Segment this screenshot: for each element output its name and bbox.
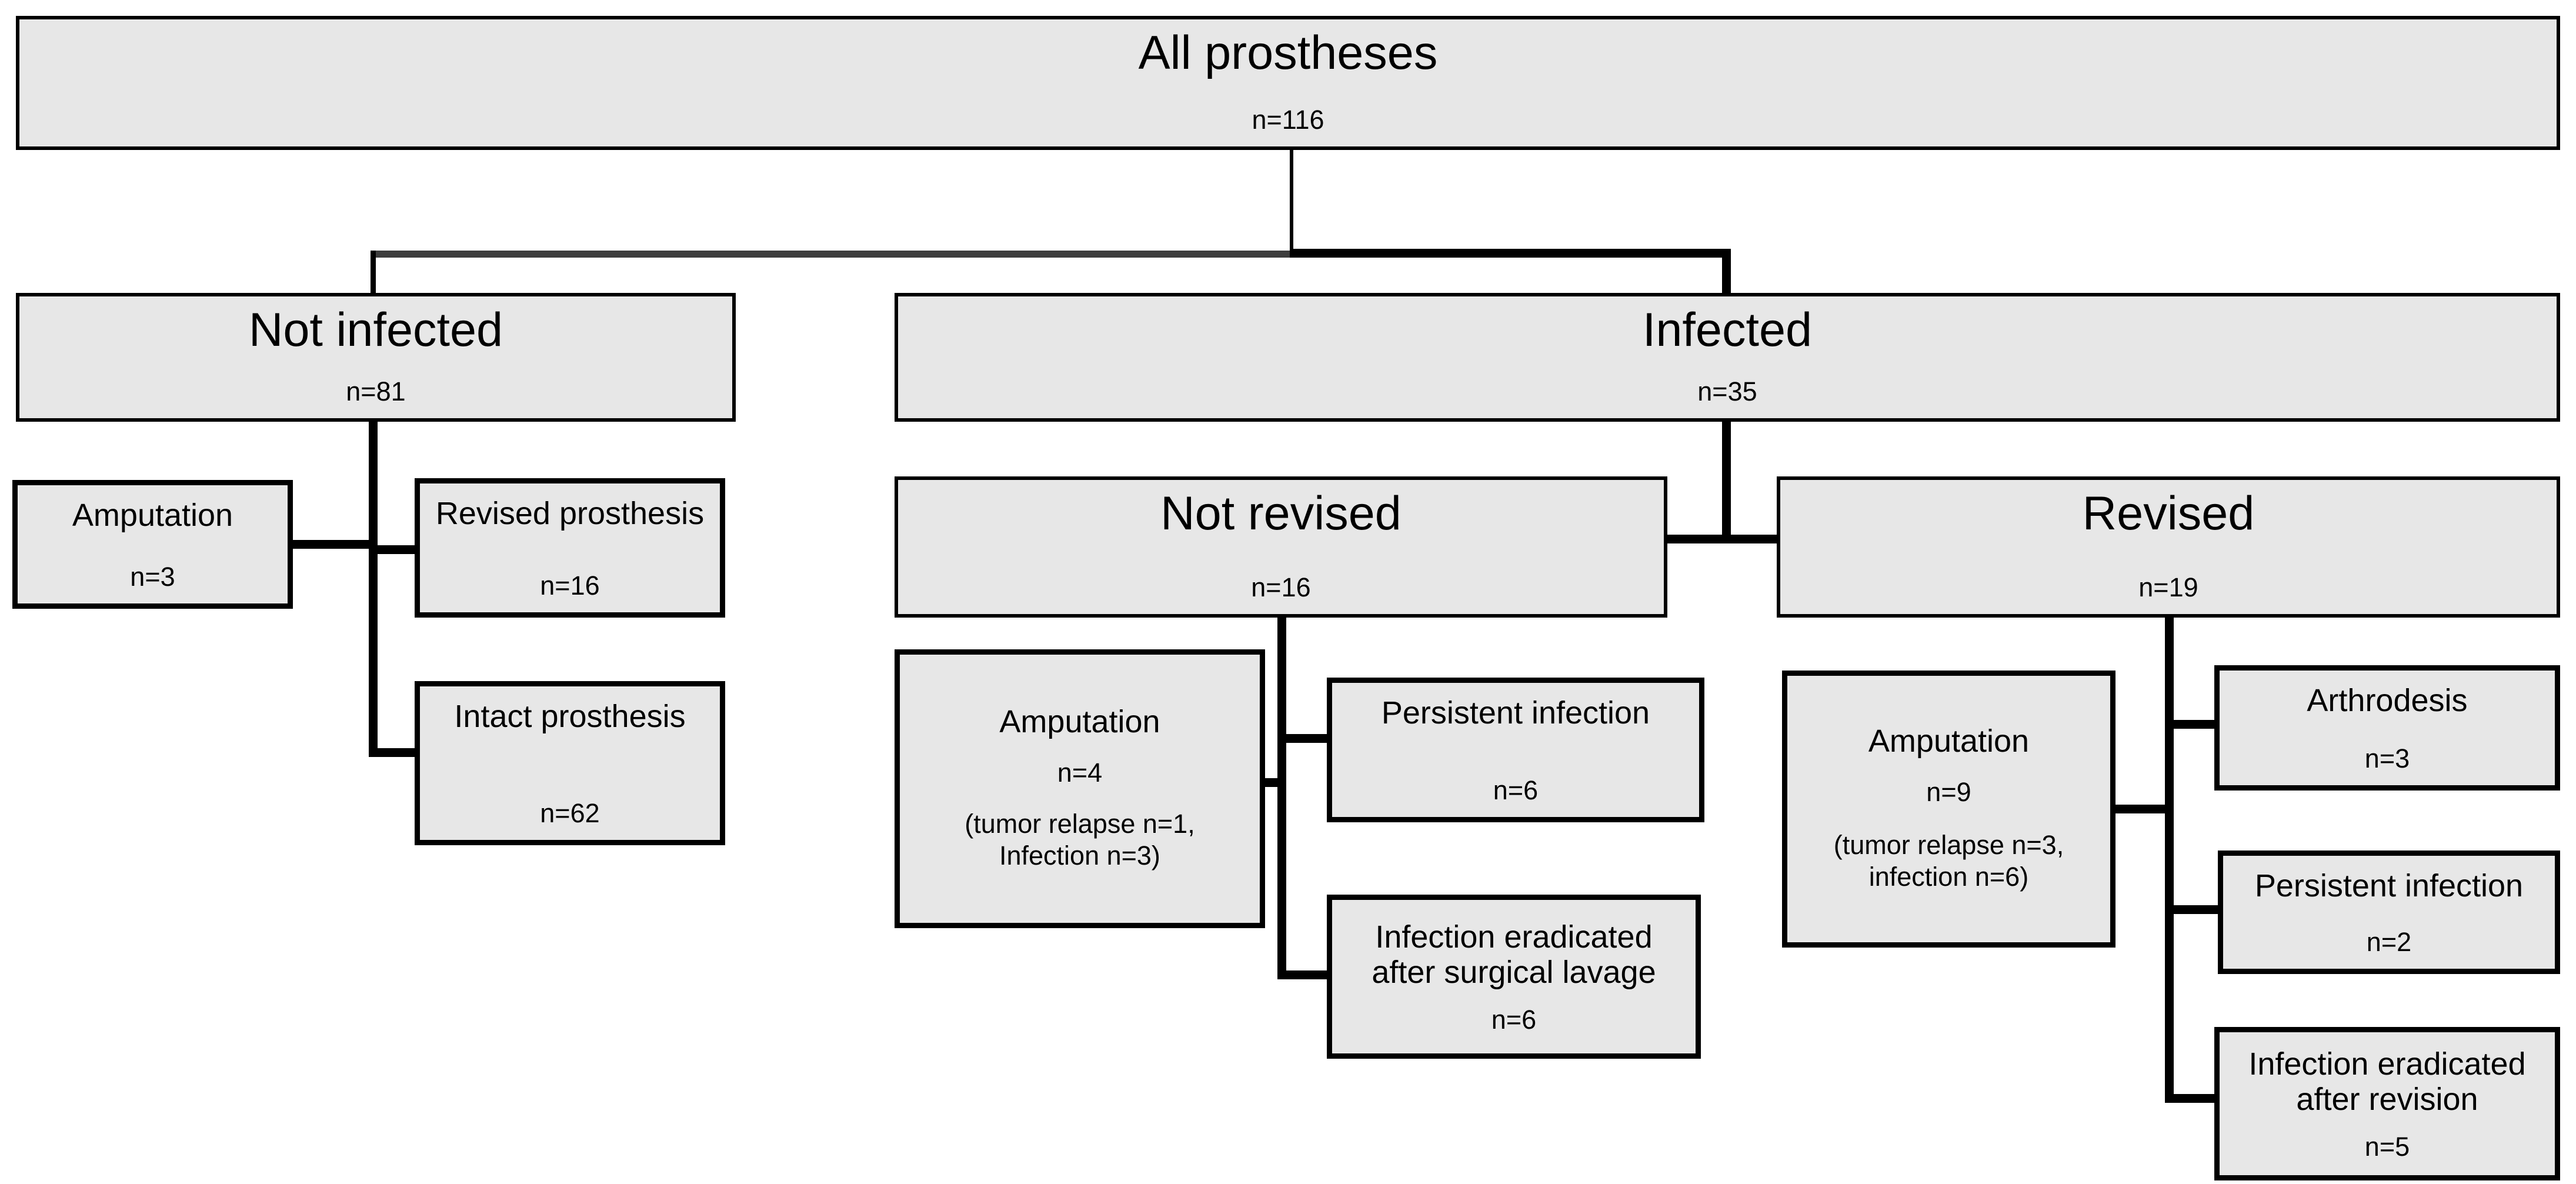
node-infection-eradicated-lavage: Infection eradicated after surgical lava…	[1327, 895, 1701, 1059]
connector-persistent6-stub	[1284, 734, 1327, 743]
node-infection-eradicated-lavage-title: Infection eradicated after surgical lava…	[1372, 918, 1656, 990]
node-infection-eradicated-revision-count: n=5	[2364, 1132, 2410, 1163]
node-revised-prosthesis: Revised prosthesis n=16	[415, 478, 725, 618]
node-arthrodesis: Arthrodesis n=3	[2214, 665, 2560, 791]
node-not-revised-title: Not revised	[1160, 487, 1402, 540]
node-amputation-revised-title: Amputation	[1868, 723, 2030, 759]
node-amputation-revised-count: n=9	[1926, 778, 1971, 809]
node-infection-eradicated-revision: Infection eradicated after revision n=5	[2214, 1027, 2560, 1180]
node-all-prostheses-title: All prostheses	[1138, 26, 1438, 79]
connector-lavage-elbow	[1277, 970, 1327, 979]
connector-infected-vertical	[1722, 420, 1731, 543]
connector-persistent2-stub	[2172, 905, 2220, 914]
node-intact-prosthesis-title: Intact prosthesis	[454, 699, 686, 734]
connector-arthrodesis-stub	[2172, 720, 2216, 729]
node-amputation-not-revised-title: Amputation	[999, 703, 1160, 739]
node-not-revised: Not revised n=16	[895, 476, 1667, 618]
node-all-prostheses-count: n=116	[1252, 105, 1324, 135]
connector-fork-right	[1290, 249, 1731, 258]
node-intact-prosthesis-count: n=62	[540, 798, 600, 829]
node-amputation-revised-note: (tumor relapse n=3, infection n=6)	[1833, 831, 2064, 893]
connector-amputation4-stub	[1263, 778, 1281, 787]
connector-amputation9-stub	[2114, 805, 2167, 813]
node-revised: Revised n=19	[1777, 476, 2560, 618]
connector-fork-left	[371, 251, 1293, 258]
connector-revised-vertical	[2165, 616, 2174, 1103]
node-infected: Infected n=35	[895, 293, 2560, 422]
node-persistent-infection-not-revised: Persistent infection n=6	[1327, 678, 1704, 822]
node-intact-prosthesis: Intact prosthesis n=62	[415, 681, 725, 845]
node-infection-eradicated-lavage-count: n=6	[1491, 1005, 1537, 1036]
connector-allprostheses-down	[1290, 148, 1293, 254]
node-persistent-infection-not-revised-count: n=6	[1493, 775, 1539, 806]
node-amputation-not-revised: Amputation n=4 (tumor relapse n=1, Infec…	[895, 649, 1265, 928]
node-revised-count: n=19	[2138, 572, 2198, 603]
node-revised-prosthesis-count: n=16	[540, 571, 600, 601]
node-infection-eradicated-revision-title: Infection eradicated after revision	[2248, 1045, 2526, 1117]
node-infected-title: Infected	[1642, 303, 1813, 356]
node-persistent-infection-revised-count: n=2	[2366, 927, 2412, 958]
connector-revisioneradicated-elbow	[2165, 1094, 2214, 1103]
connector-drop-infected	[1722, 249, 1731, 296]
node-arthrodesis-count: n=3	[2364, 743, 2410, 774]
connector-infected-horizontal	[1667, 535, 1777, 543]
node-infected-count: n=35	[1697, 376, 1757, 407]
connector-intactprosthesis-elbow	[369, 748, 416, 757]
connector-notrevised-vertical	[1277, 616, 1286, 979]
node-not-infected-title: Not infected	[248, 303, 503, 356]
node-amputation-revised: Amputation n=9 (tumor relapse n=3, infec…	[1782, 671, 2115, 948]
connector-notinfected-vertical	[369, 420, 378, 757]
connector-revisedprosthesis-stub	[376, 545, 415, 554]
node-not-infected: Not infected n=81	[16, 293, 736, 422]
node-amputation-not-infected-title: Amputation	[72, 498, 233, 533]
node-amputation-not-revised-count: n=4	[1057, 758, 1103, 789]
node-amputation-not-infected: Amputation n=3	[12, 480, 293, 609]
node-all-prostheses: All prostheses n=116	[16, 16, 2560, 150]
connector-amputation3-stub	[293, 540, 371, 549]
node-arthrodesis-title: Arthrodesis	[2307, 683, 2468, 718]
node-persistent-infection-revised-title: Persistent infection	[2254, 868, 2524, 903]
node-amputation-not-revised-note: (tumor relapse n=1, Infection n=3)	[965, 810, 1195, 872]
node-amputation-not-infected-count: n=3	[130, 562, 175, 592]
node-persistent-infection-not-revised-title: Persistent infection	[1381, 695, 1650, 731]
node-persistent-infection-revised: Persistent infection n=2	[2218, 851, 2560, 974]
node-not-infected-count: n=81	[346, 376, 406, 407]
node-revised-prosthesis-title: Revised prosthesis	[435, 496, 705, 531]
connector-drop-notinfected	[371, 251, 376, 296]
node-revised-title: Revised	[2082, 487, 2255, 540]
node-not-revised-count: n=16	[1251, 572, 1311, 603]
